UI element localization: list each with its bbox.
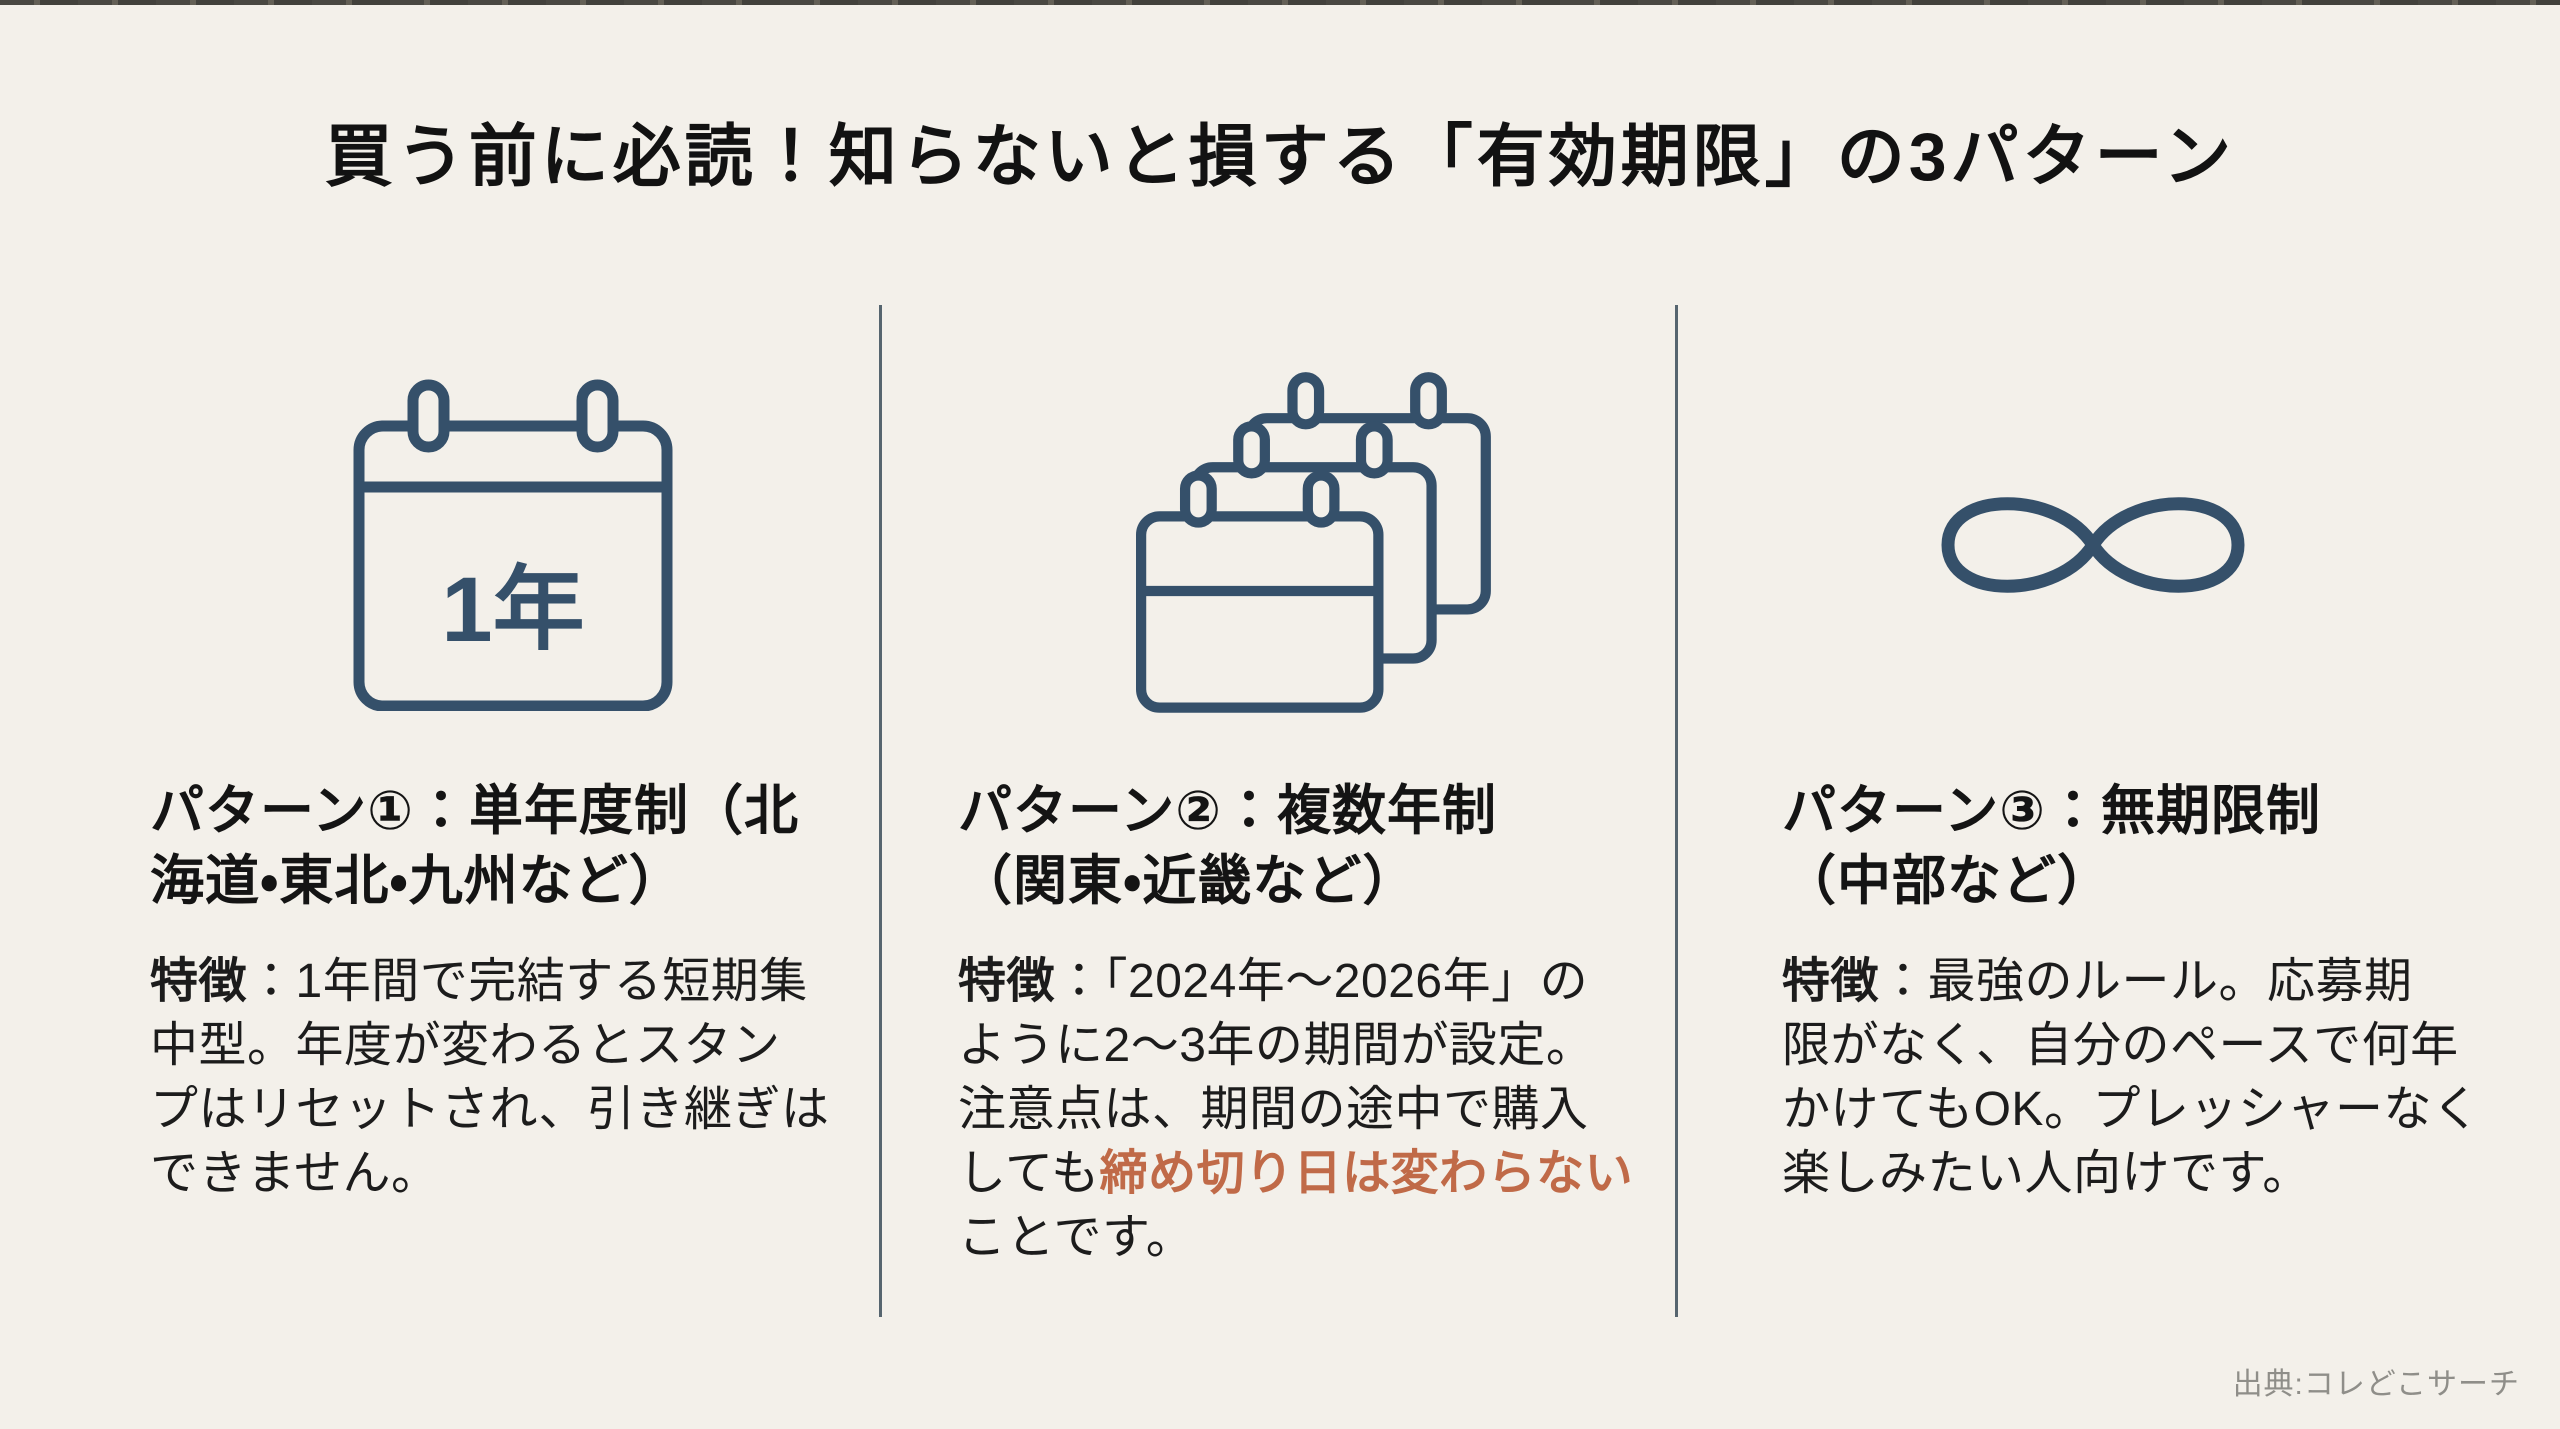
calendar-one-year-icon: 1年 xyxy=(353,379,673,711)
source-credit: 出典:コレどこサーチ xyxy=(2232,1368,2520,1401)
pattern-2-feature-text: ：「2024年〜2026年」の ように2〜3年の期間が設定。 注意点は、期間の途… xyxy=(958,955,1595,1200)
pattern-2-heading: パターン②：複数年制 （関東・近畿など） xyxy=(958,781,1498,911)
infinity-icon xyxy=(1941,497,2245,593)
pattern-2-highlight-text: 締め切り日は変わらない xyxy=(1099,1147,1634,1200)
pattern-1-feature-label: 特徴 xyxy=(150,955,248,1008)
calendar-year-label: 1年 xyxy=(441,559,584,661)
pattern-3-description: 特徴：最強のルール。応募期 限がなく、自分のペースで何年 かけてもOK。プレッシ… xyxy=(1782,950,2488,1206)
pattern-3-icon-row xyxy=(1782,330,2488,760)
page-title: 買う前に必読！知らないと損する「有効期限」の3パターン xyxy=(324,119,2236,195)
pattern-2-description: 特徴：「2024年〜2026年」の ように2〜3年の期間が設定。 注意点は、期間… xyxy=(958,950,1674,1270)
pattern-3-heading: パターン③：無期限制 （中部など） xyxy=(1782,781,2322,911)
pattern-1-column: 1年 パターン①：単年度制（北 海道・東北・九州など） 特徴：1年間で完結する短… xyxy=(150,330,876,1206)
top-letterbox-strip xyxy=(0,0,2560,5)
pattern-1-icon-row: 1年 xyxy=(150,330,876,760)
pattern-1-description: 特徴：1年間で完結する短期集 中型。年度が変わるとスタン プはリセットされ、引き… xyxy=(150,950,876,1206)
pattern-2-feature-text-end: ことです。 xyxy=(958,1211,1195,1264)
pattern-1-feature-text: ：1年間で完結する短期集 中型。年度が変わるとスタン プはリセットされ、引き継ぎ… xyxy=(150,955,830,1200)
column-divider-2 xyxy=(1675,305,1678,1317)
pattern-3-feature-label: 特徴 xyxy=(1782,955,1880,1008)
pattern-1-heading: パターン①：単年度制（北 海道・東北・九州など） xyxy=(150,781,800,911)
pattern-2-feature-label: 特徴 xyxy=(958,955,1056,1008)
pattern-2-column: パターン②：複数年制 （関東・近畿など） 特徴：「2024年〜2026年」の よ… xyxy=(958,330,1674,1270)
pattern-2-icon-row xyxy=(958,330,1674,760)
column-divider-1 xyxy=(879,305,882,1317)
stacked-calendars-icon xyxy=(1136,372,1491,713)
pattern-3-column: パターン③：無期限制 （中部など） 特徴：最強のルール。応募期 限がなく、自分の… xyxy=(1782,330,2488,1206)
pattern-3-feature-text: ：最強のルール。応募期 限がなく、自分のペースで何年 かけてもOK。プレッシャー… xyxy=(1782,955,2481,1200)
